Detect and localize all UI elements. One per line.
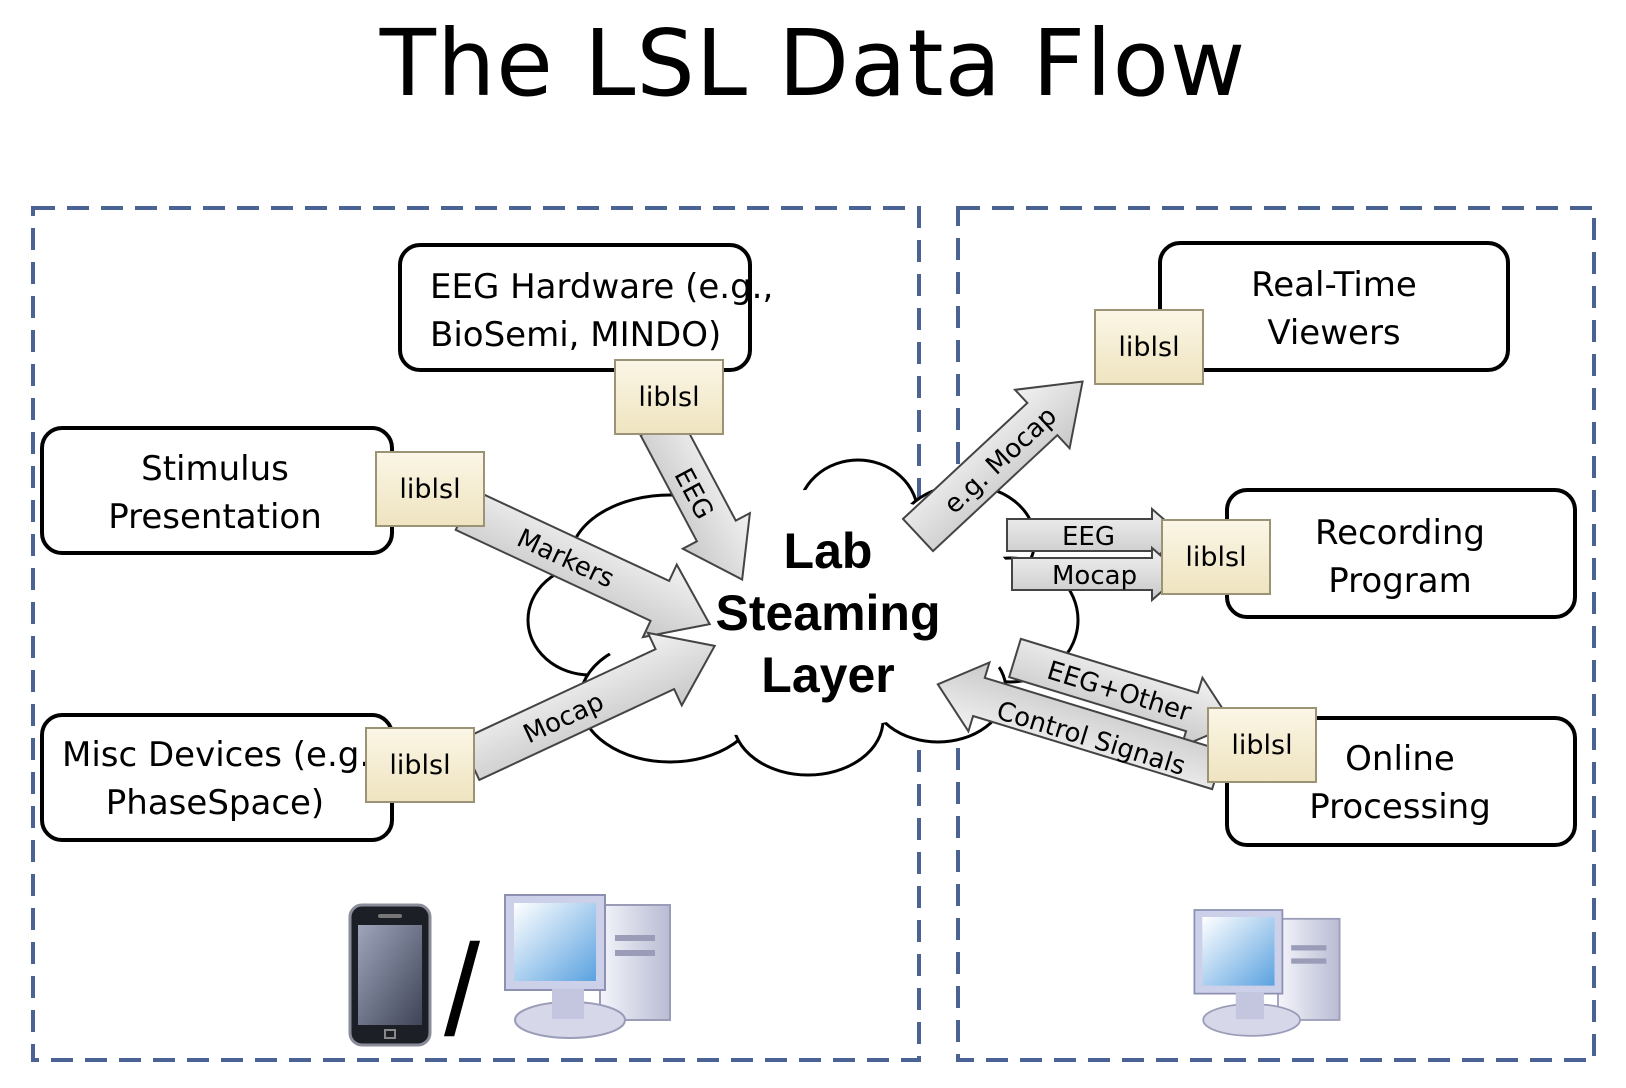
- phone-icon: [348, 903, 432, 1047]
- liblsl-misc-devices: liblsl: [365, 727, 475, 803]
- realtime-viewers-line-1: Real-Time: [1251, 265, 1417, 305]
- desktop-computer-icon: [1193, 909, 1341, 1037]
- recording-program-box: Recording Program: [1225, 488, 1577, 619]
- online-processing-line-1: Online: [1345, 739, 1455, 779]
- eeg-hardware-box: EEG Hardware (e.g., BioSemi, MINDO): [398, 243, 773, 372]
- slide-title: The LSL Data Flow: [379, 10, 1247, 117]
- liblsl-label: liblsl: [638, 382, 699, 413]
- stimulus-presentation-box: Stimulus Presentation: [40, 426, 394, 555]
- arrow-mocap-recording: Mocap: [1011, 545, 1184, 603]
- liblsl-stimulus: liblsl: [375, 451, 485, 527]
- liblsl-label: liblsl: [1231, 730, 1292, 761]
- center-label-line-1: Lab: [784, 523, 873, 579]
- liblsl-realtime-viewers: liblsl: [1094, 309, 1204, 385]
- liblsl-label: liblsl: [389, 750, 450, 781]
- eeg-hardware-line-2: BioSemi, MINDO): [430, 315, 721, 355]
- center-label-line-3: Layer: [761, 647, 894, 703]
- liblsl-label: liblsl: [399, 474, 460, 505]
- device-separator: /: [444, 917, 481, 1063]
- misc-devices-box: Misc Devices (e.g., PhaseSpace): [40, 713, 394, 842]
- center-label-line-2: Steaming: [715, 585, 940, 641]
- realtime-viewers-box: Real-Time Viewers: [1158, 241, 1510, 372]
- online-processing-line-2: Processing: [1309, 787, 1491, 827]
- liblsl-online-processing: liblsl: [1207, 707, 1317, 783]
- arrow-mocap-recording-label: Mocap: [1052, 561, 1137, 591]
- stimulus-line-1: Stimulus: [141, 449, 289, 489]
- recording-program-line-2: Program: [1328, 561, 1471, 601]
- liblsl-label: liblsl: [1185, 542, 1246, 573]
- liblsl-recording-program: liblsl: [1161, 519, 1271, 595]
- arrow-control-signals: [936, 660, 1226, 791]
- arrow-eeg-recording: EEG: [1006, 506, 1184, 564]
- misc-devices-line-1: Misc Devices (e.g.,: [62, 735, 381, 775]
- realtime-viewers-line-2: Viewers: [1267, 313, 1400, 353]
- liblsl-eeg-hardware: liblsl: [614, 359, 724, 435]
- eeg-hardware-line-1: EEG Hardware (e.g.,: [430, 267, 773, 307]
- desktop-computer-icon: [504, 894, 671, 1039]
- misc-devices-line-2: PhaseSpace): [106, 783, 324, 823]
- arrow-eeg-recording-label: EEG: [1062, 522, 1115, 552]
- recording-program-line-1: Recording: [1315, 513, 1485, 553]
- liblsl-label: liblsl: [1118, 332, 1179, 363]
- stimulus-line-2: Presentation: [108, 497, 322, 537]
